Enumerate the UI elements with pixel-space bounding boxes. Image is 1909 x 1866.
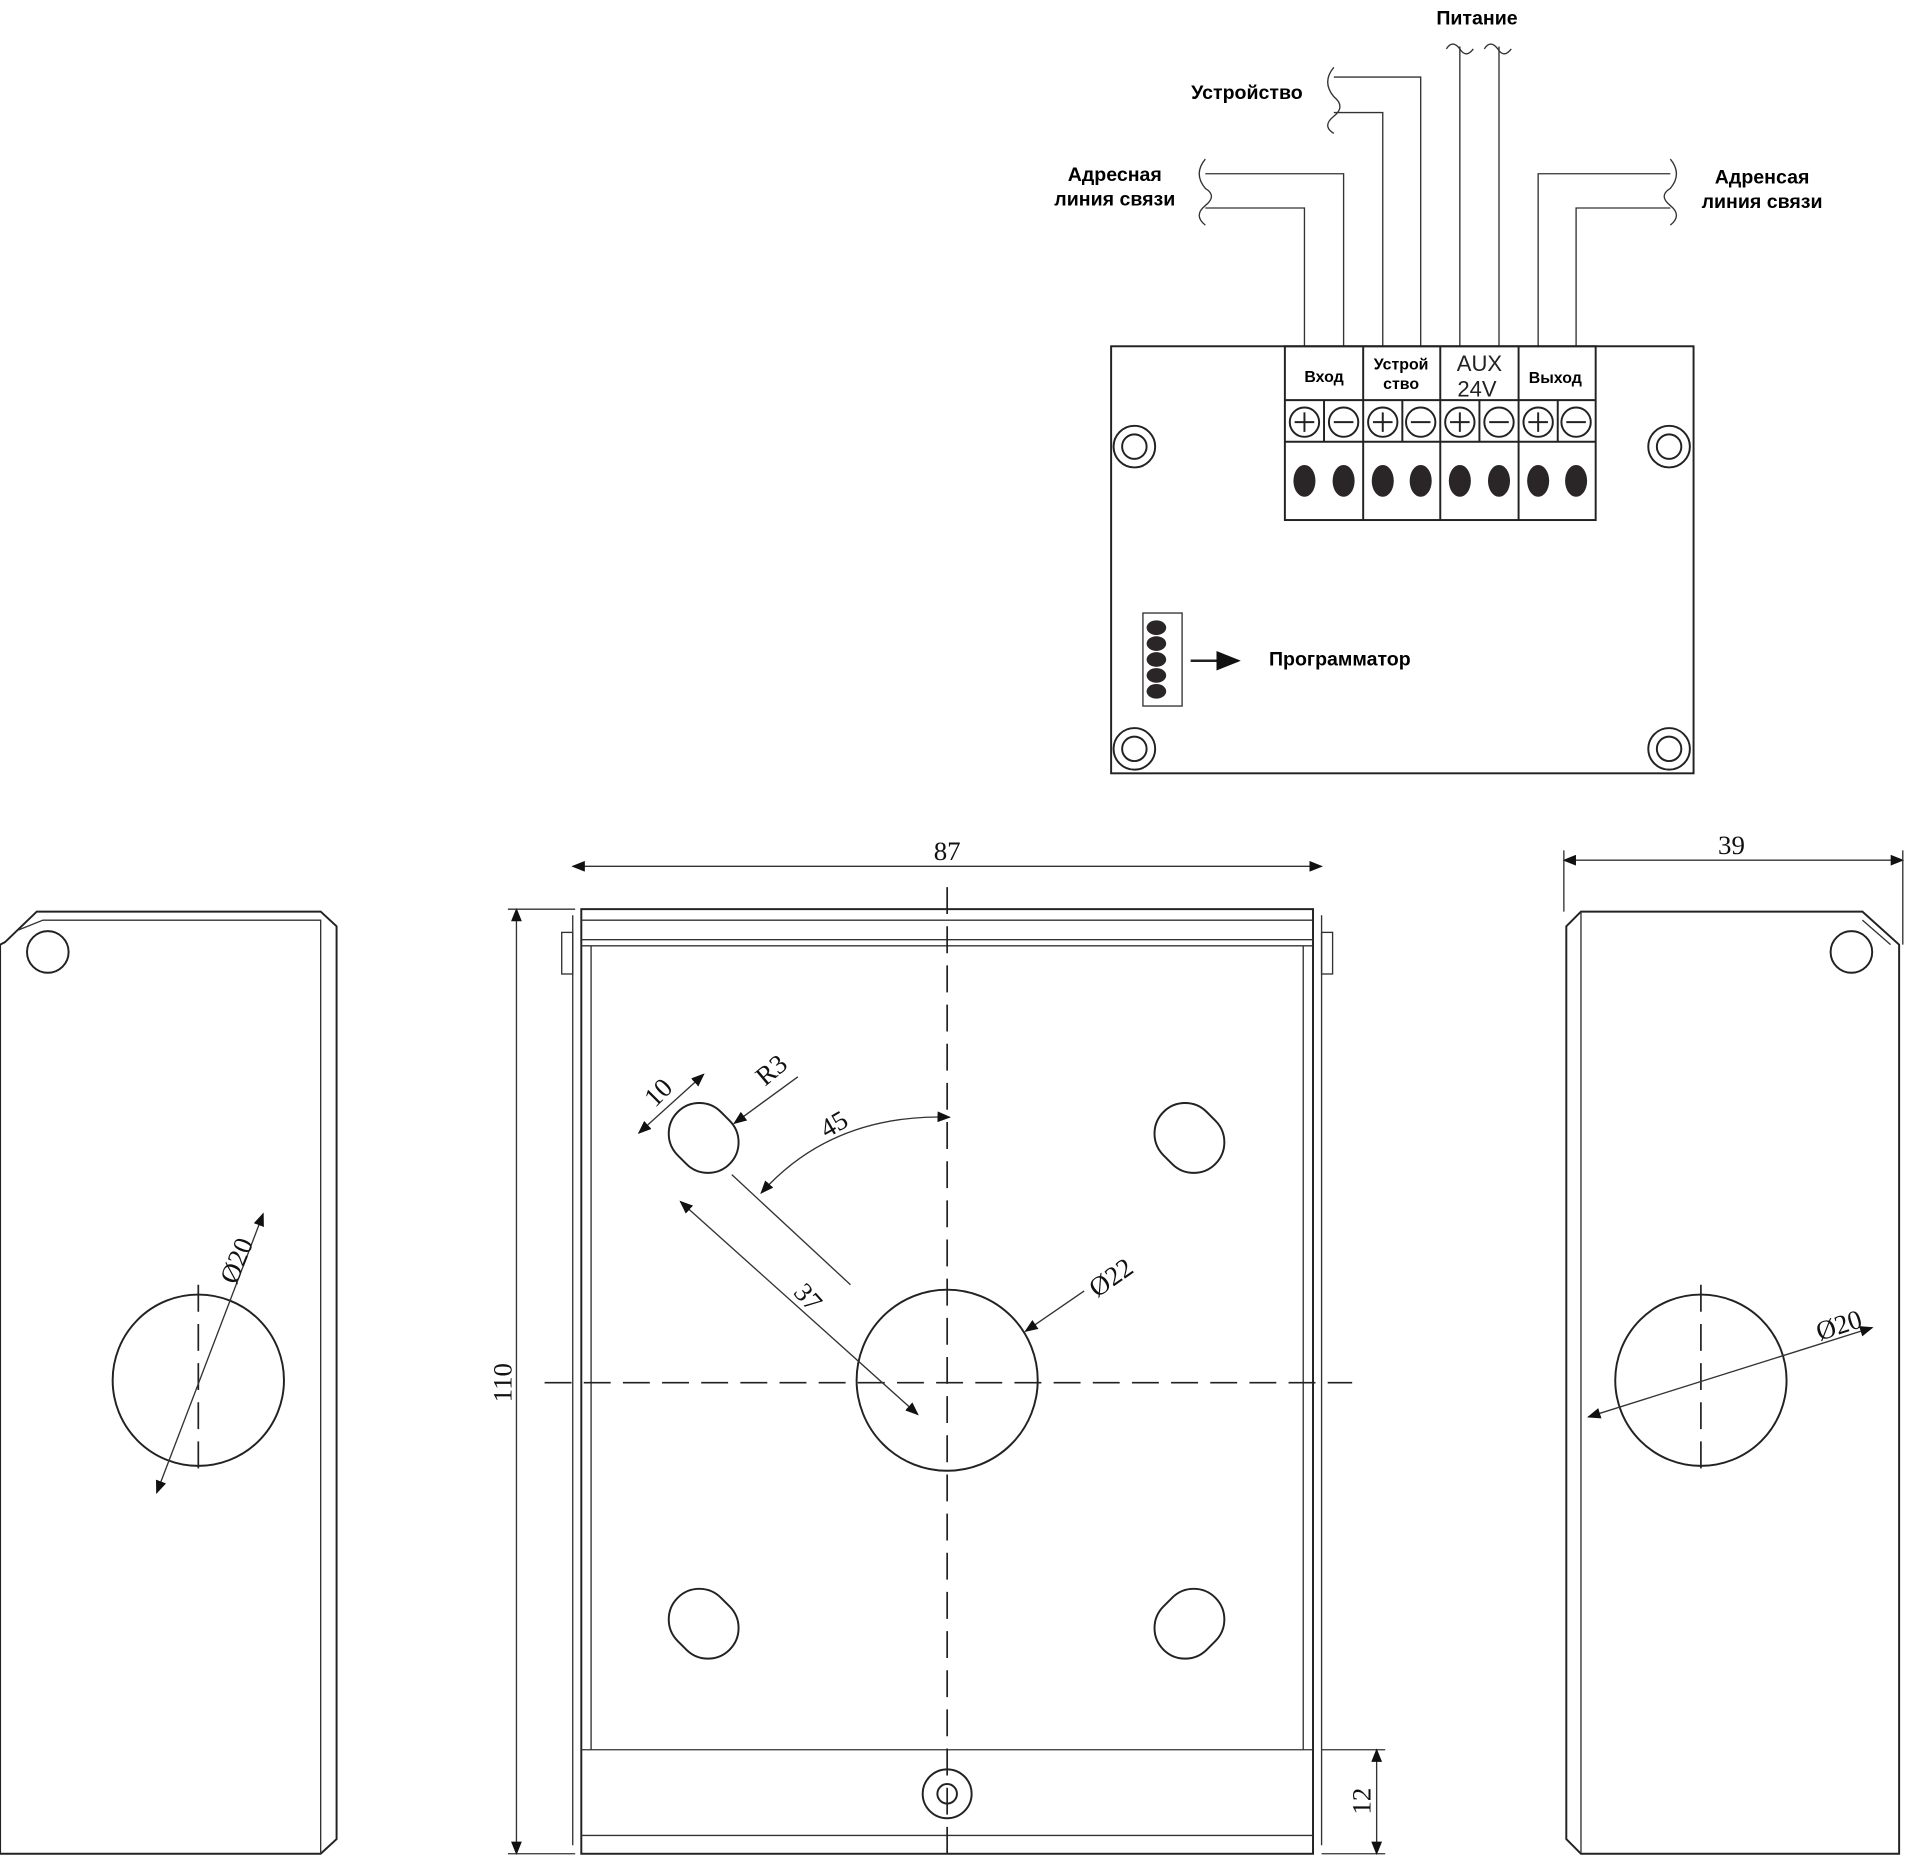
mounting-slots [667, 1102, 1226, 1660]
plus-sign [1372, 412, 1393, 432]
address-out-label-2: линия связи [1702, 191, 1823, 213]
right-hole-diameter: Ø20 [1812, 1304, 1865, 1347]
width-dimension: 87 [934, 836, 961, 866]
terminal-aux-label-1: AUX [1457, 351, 1503, 376]
minus-terminal-icon [1327, 406, 1360, 438]
front-view: 87 110 12 37 45 10 R3 Ø22 [488, 836, 1386, 1866]
terminal-input-label: Вход [1304, 369, 1343, 386]
plus-terminal-icon [1367, 406, 1399, 438]
terminal-screw [1409, 464, 1432, 497]
terminal-screw [1487, 464, 1511, 497]
right-side-view: Ø20 39 [1562, 830, 1905, 1855]
circuit-board: Вход Устрой ство AUX 24V Выход Программа… [1110, 345, 1695, 775]
terminal-device-label-2: ство [1383, 376, 1419, 393]
terminal-aux-label-2: 24V [1457, 376, 1496, 401]
programmer-connector [1142, 612, 1183, 707]
plus-terminal-icon [1288, 406, 1321, 438]
plus-terminal-icon [1444, 406, 1476, 438]
programmer-label: Программатор [1269, 649, 1411, 671]
terminal-screw [1527, 464, 1550, 497]
address-in-label-1: Адресная [1068, 164, 1162, 186]
minus-terminal-icon [1560, 406, 1592, 438]
minus-terminal-icon [1405, 406, 1437, 438]
minus-terminal-icon [1483, 406, 1515, 438]
slot-dimension: 10 [638, 1072, 678, 1112]
terminal-screw [1371, 464, 1394, 497]
plus-sign [1528, 412, 1548, 432]
wiring: Питание Устройство Адресная линия связи … [1054, 7, 1823, 347]
offset-dimension: 37 [788, 1277, 828, 1317]
mount-holes [1112, 424, 1691, 771]
left-side-view: Ø20 [0, 910, 338, 1855]
terminal-screw [1565, 464, 1588, 497]
address-in-label-2: линия связи [1054, 189, 1175, 211]
terminal-device-label-1: Устрой [1374, 357, 1429, 374]
depth-dimension: 39 [1718, 830, 1745, 860]
terminal-block: Вход Устрой ство AUX 24V Выход [1283, 345, 1597, 522]
address-out-label-1: Адренсая [1715, 167, 1810, 189]
height-dimension: 110 [488, 1363, 518, 1402]
plus-sign [1294, 412, 1315, 432]
power-label: Питание [1436, 7, 1517, 29]
device-label: Устройство [1191, 82, 1303, 104]
terminal-screw [1293, 464, 1316, 497]
plus-terminal-icon [1522, 406, 1554, 438]
plus-sign [1450, 412, 1470, 432]
terminal-output-label: Выход [1529, 370, 1582, 387]
bottom-dimension: 12 [1347, 1788, 1377, 1815]
angle-dimension: 45 [815, 1104, 853, 1143]
center-hole-diameter: Ø22 [1083, 1252, 1138, 1303]
terminal-screw [1332, 464, 1355, 497]
terminal-screw [1448, 464, 1471, 497]
